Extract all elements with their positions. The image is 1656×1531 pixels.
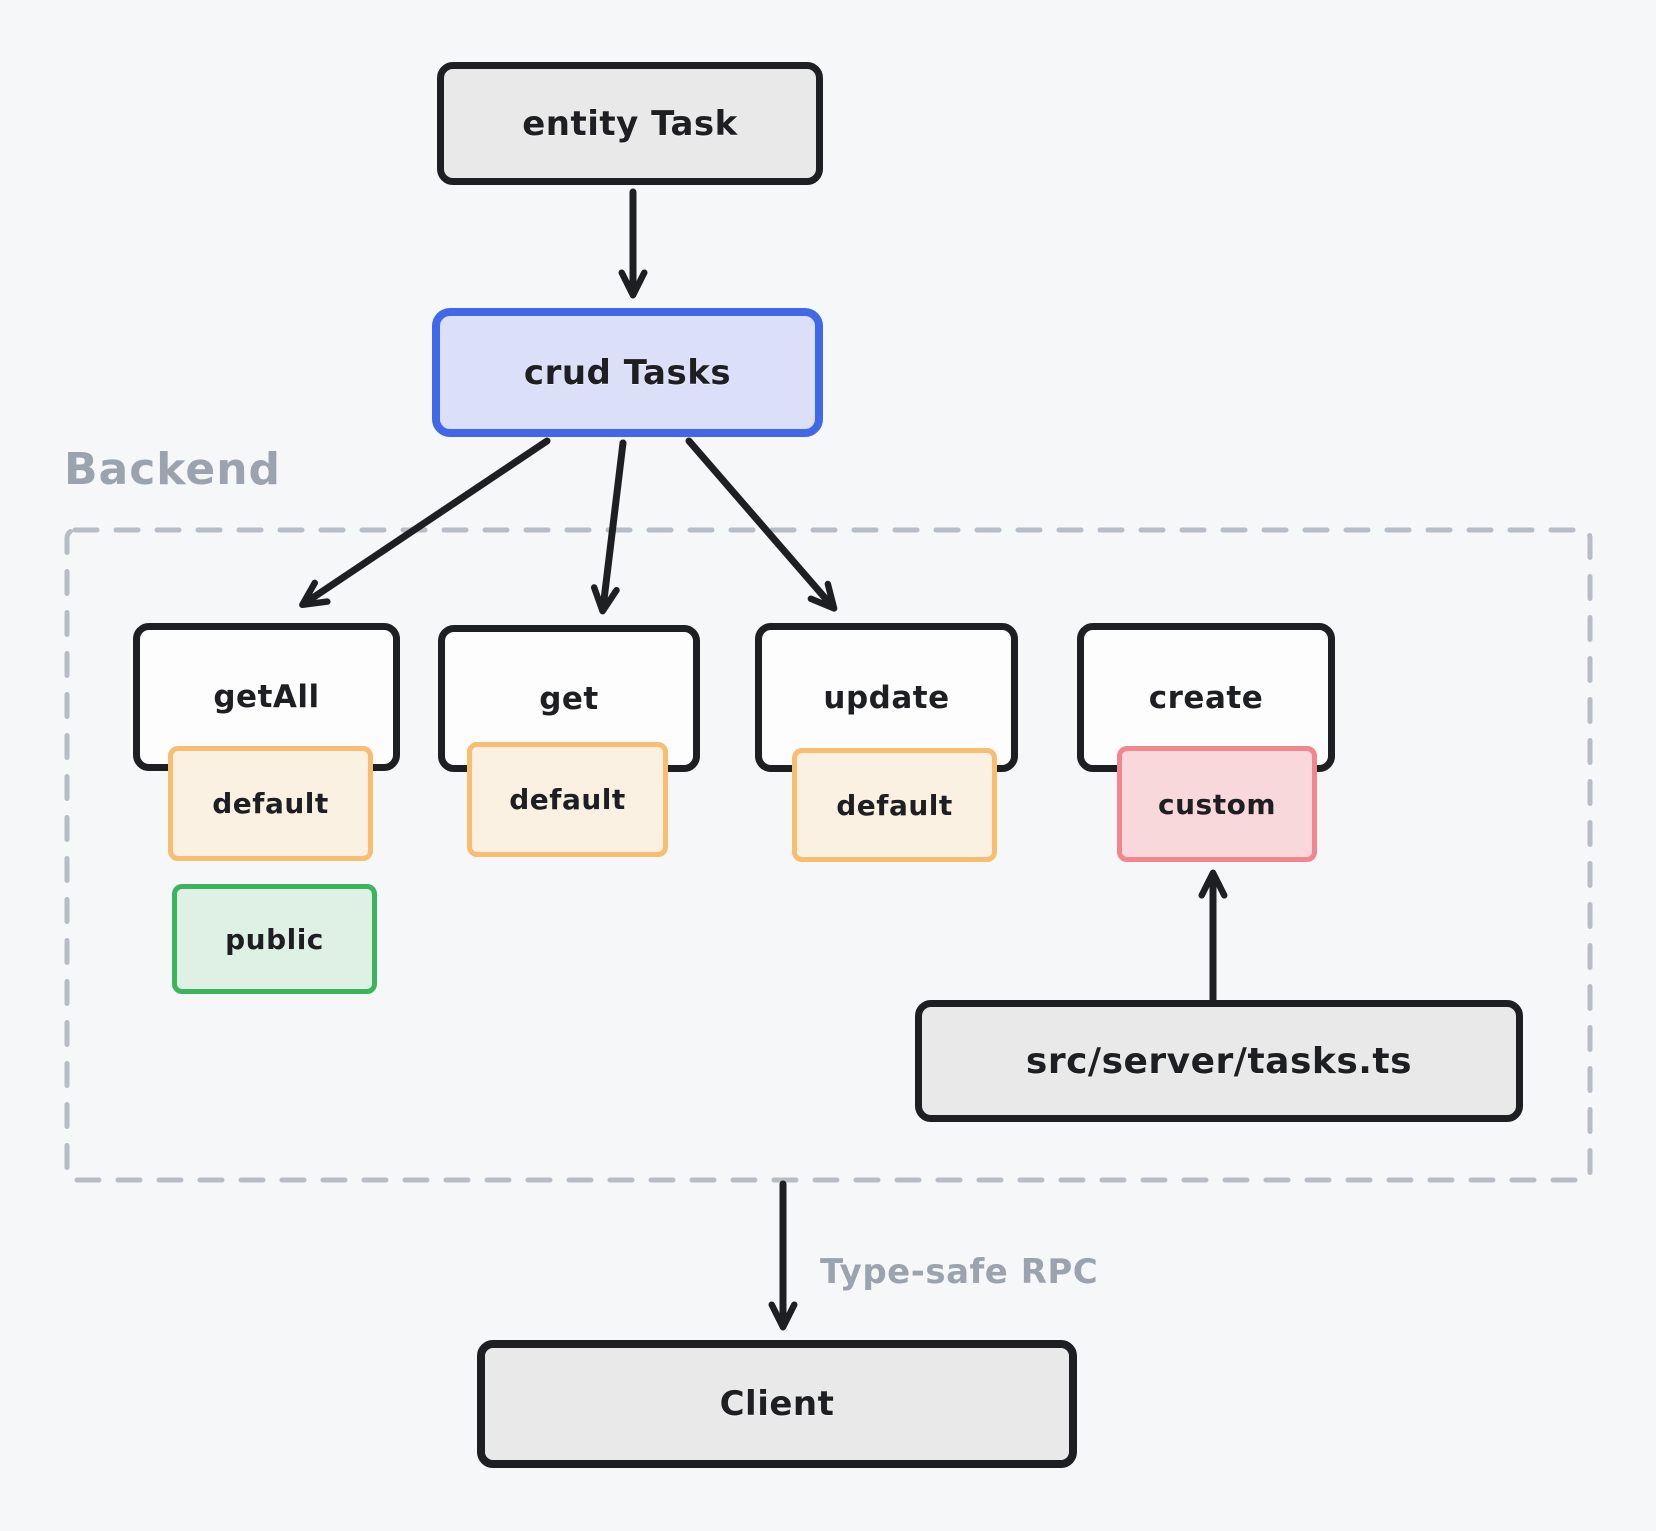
badge-getall-public: public xyxy=(172,884,377,994)
arrow-crud-to-getall xyxy=(299,437,551,609)
badge-update-default: default xyxy=(792,748,997,862)
badge-create-custom: custom xyxy=(1117,746,1317,862)
rpc-label: Type-safe RPC xyxy=(820,1252,1099,1292)
arrow-crud-to-get xyxy=(590,439,627,615)
node-crud-tasks: crud Tasks xyxy=(432,308,823,437)
backend-label: Backend xyxy=(64,444,282,495)
arrow-crud-to-update xyxy=(685,437,838,612)
badge-getall-default: default xyxy=(168,746,373,861)
node-entity-task: entity Task xyxy=(437,62,823,185)
node-update: update xyxy=(755,623,1018,772)
node-server-file: src/server/tasks.ts xyxy=(915,1000,1523,1122)
badge-get-default: default xyxy=(467,742,668,857)
node-client: Client xyxy=(477,1340,1077,1468)
